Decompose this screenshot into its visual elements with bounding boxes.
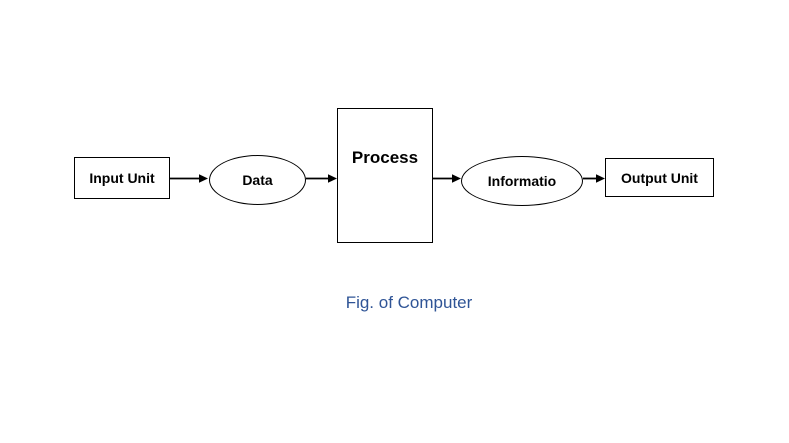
node-process-label: Process (351, 148, 419, 167)
node-output-unit: Output Unit (605, 158, 714, 197)
node-output-unit-label: Output Unit (621, 169, 698, 186)
arrowhead-input-to-data-icon (199, 174, 208, 183)
node-data-label: Data (242, 172, 273, 188)
node-information-label: Informatio (487, 173, 557, 189)
node-process: Process (337, 108, 433, 243)
figure-caption: Fig. of Computer (345, 293, 473, 312)
node-input-unit: Input Unit (74, 157, 170, 199)
node-data: Data (209, 155, 306, 205)
node-input-unit-label: Input Unit (89, 170, 155, 186)
node-information: Informatio (461, 156, 583, 206)
arrowhead-process-to-information-icon (452, 174, 461, 183)
arrowhead-data-to-process-icon (328, 174, 337, 183)
arrowhead-information-to-output-icon (596, 174, 605, 183)
